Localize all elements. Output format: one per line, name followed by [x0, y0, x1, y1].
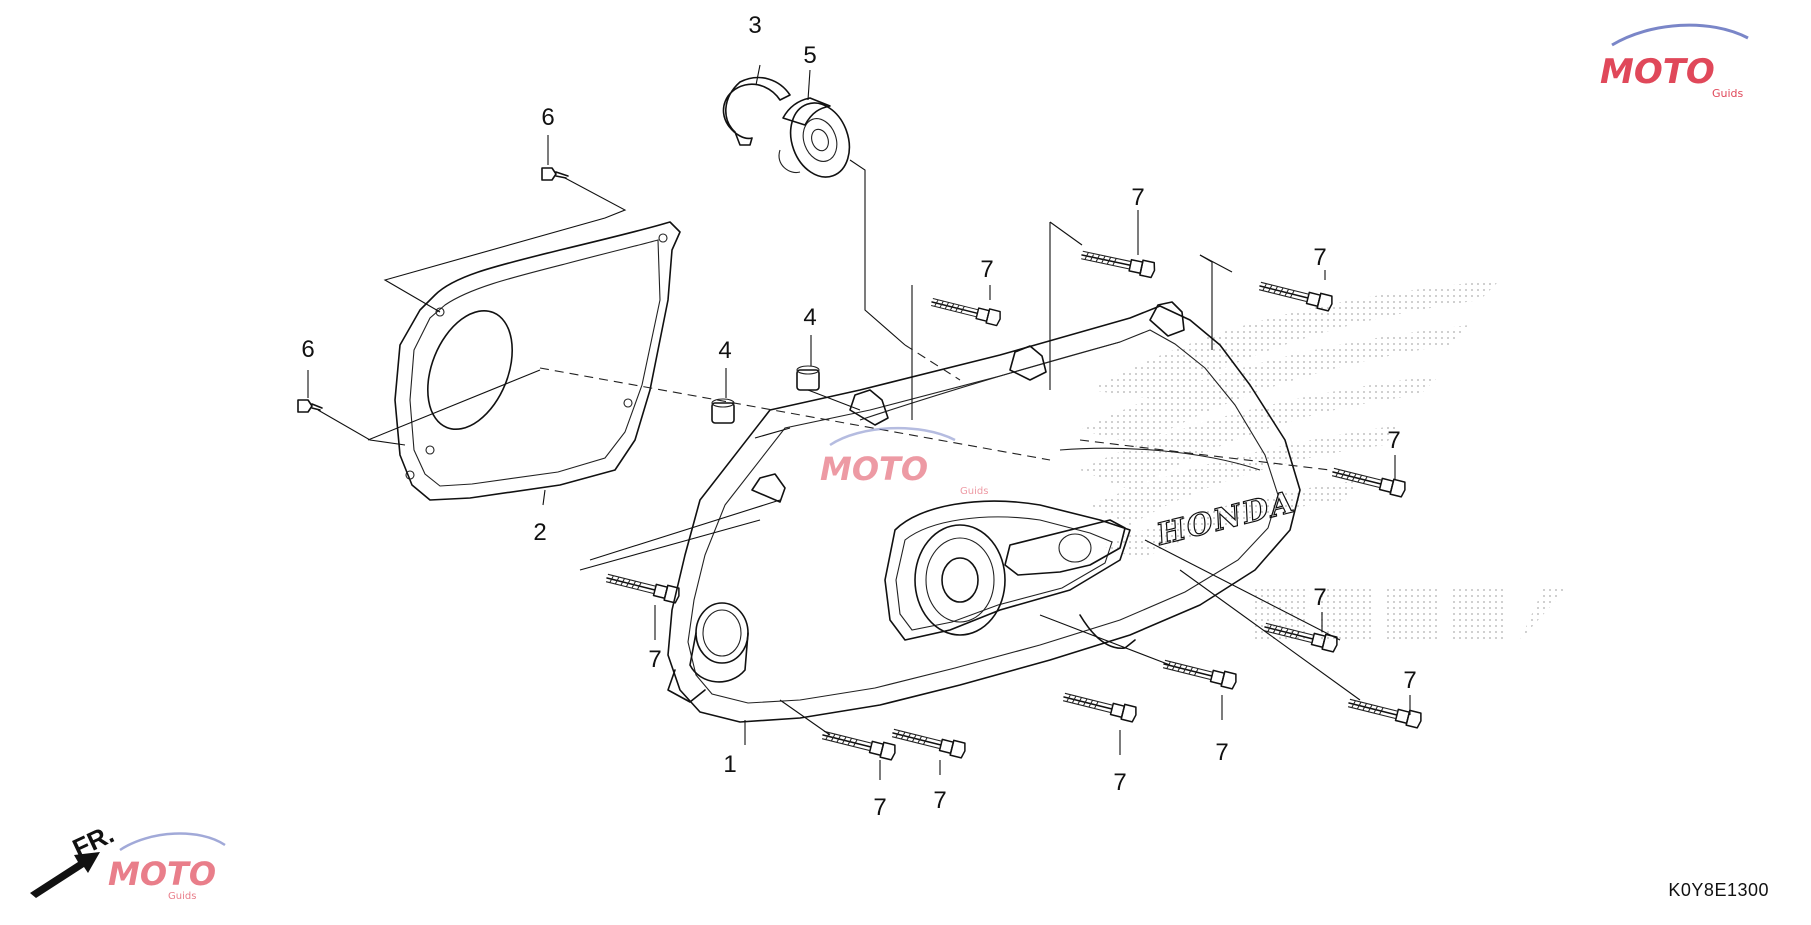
bolt-7-k	[890, 724, 968, 760]
callouts: 1 2 3 4 4 5 6 6 7 7 7 7 7 7 7 7 7 7 7 7	[301, 12, 1416, 821]
callout-7f: 7	[1313, 584, 1326, 611]
svg-text:Guids: Guids	[960, 486, 988, 497]
screw-6-left	[297, 399, 323, 413]
bearing	[778, 97, 851, 178]
svg-text:Guids: Guids	[1712, 87, 1744, 100]
callout-7i: 7	[1113, 769, 1126, 796]
leader-lines	[307, 64, 1411, 780]
callout-5: 5	[803, 42, 816, 69]
callout-7g: 7	[1403, 667, 1416, 694]
bolt-7-h	[1061, 688, 1139, 724]
callout-7b: 7	[1131, 184, 1144, 211]
bolt-7-g	[1161, 655, 1239, 691]
callout-6a: 6	[541, 104, 554, 131]
inspection-cap	[667, 602, 749, 703]
diagram-code: K0Y8E1300	[1668, 880, 1769, 900]
screw-6-top	[541, 167, 569, 181]
callout-7e: 7	[648, 646, 661, 673]
callout-2: 2	[533, 519, 546, 546]
svg-text:MOTO: MOTO	[108, 855, 216, 893]
wing-honda-lettering	[1255, 585, 1570, 640]
callout-3: 3	[748, 12, 761, 39]
bolt-7-i	[1346, 694, 1424, 730]
dowel-pin-right	[796, 365, 820, 391]
watermark-logo-center: MOTO Guids	[820, 426, 988, 497]
bolt-7-b	[929, 294, 1003, 327]
callout-6b: 6	[301, 336, 314, 363]
callout-1: 1	[723, 751, 736, 778]
front-direction-marker: FR.	[30, 819, 119, 898]
bolt-7-j	[820, 726, 898, 762]
gasket	[394, 221, 681, 501]
watermark-logo-bottom: MOTO Guids	[108, 832, 226, 902]
callout-4b: 4	[803, 304, 816, 331]
callout-7c: 7	[1313, 244, 1326, 271]
callout-7d: 7	[1387, 427, 1400, 454]
bolt-7-e	[604, 569, 682, 605]
callout-7j: 7	[933, 787, 946, 814]
callout-7h: 7	[1215, 739, 1228, 766]
svg-text:MOTO: MOTO	[1600, 52, 1715, 92]
dowel-pin-left	[711, 398, 735, 424]
svg-text:MOTO: MOTO	[820, 450, 928, 488]
svg-text:Guids: Guids	[168, 891, 196, 902]
callout-7a: 7	[980, 256, 993, 283]
callout-7k: 7	[873, 794, 886, 821]
callout-4a: 4	[718, 337, 731, 364]
watermark-logo-top: MOTO Guids	[1600, 23, 1749, 100]
circlip	[722, 76, 791, 146]
bolt-7-a	[1079, 246, 1157, 279]
